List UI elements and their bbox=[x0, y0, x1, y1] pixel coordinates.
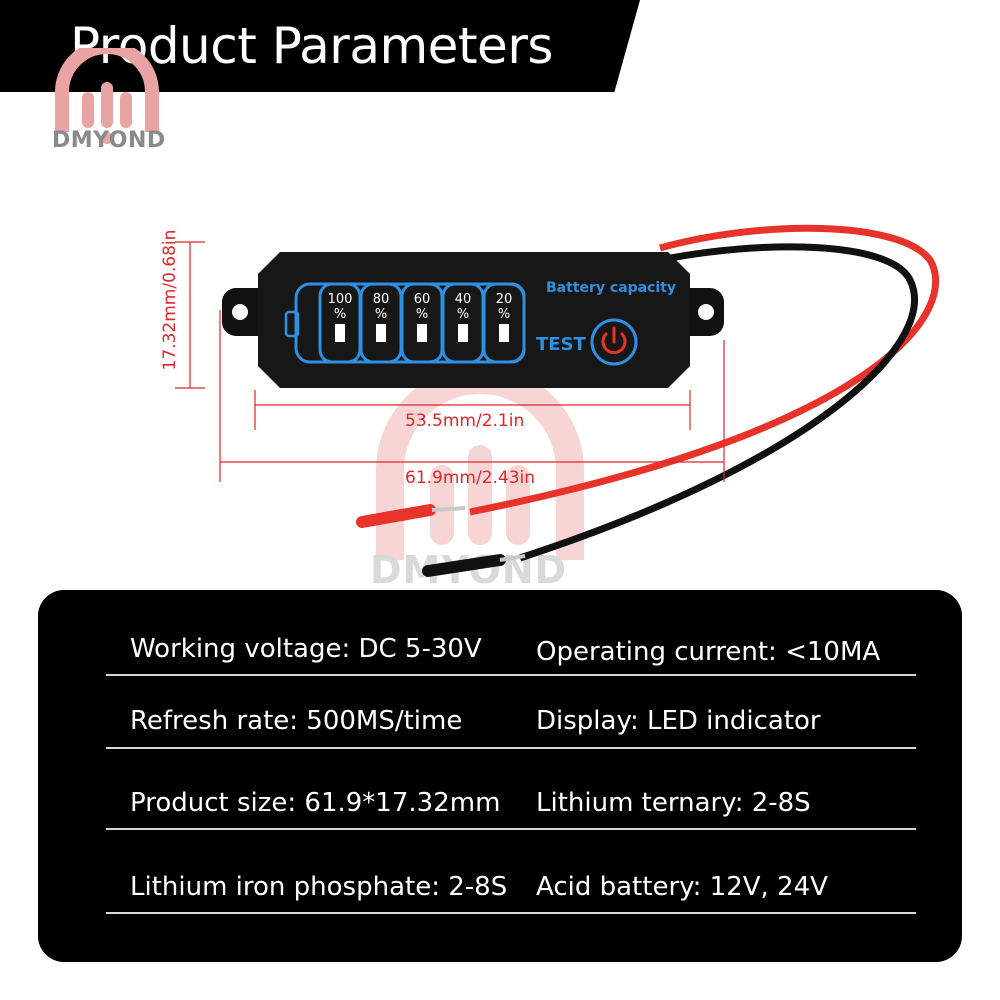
spec-acid-battery: Acid battery: 12V, 24V bbox=[536, 872, 828, 902]
brand-logo-icon bbox=[55, 48, 159, 144]
level-40-label: 40 bbox=[455, 292, 472, 307]
spec-row: Refresh rate: 500MS/time Display: LED in… bbox=[38, 704, 962, 786]
level-20-label: 20 bbox=[496, 292, 513, 307]
percent-80: % bbox=[375, 307, 387, 322]
level-60-label: 60 bbox=[414, 292, 431, 307]
spec-lithium-iron-phosphate: Lithium iron phosphate: 2-8S bbox=[130, 872, 508, 902]
test-label: TEST bbox=[536, 334, 587, 355]
title-banner: Product Parameters bbox=[0, 0, 640, 92]
spec-divider bbox=[106, 674, 916, 676]
red-wire-strands bbox=[431, 506, 466, 512]
brand-logo-text: DMYOND bbox=[52, 128, 166, 153]
spec-divider bbox=[106, 828, 916, 830]
outer-width-dimension: 61.9mm/2.43in bbox=[405, 468, 536, 488]
device-body bbox=[258, 252, 690, 388]
spec-divider bbox=[106, 912, 916, 914]
battery-indicator-product: 100 80 60 40 20 % % % % % Battery capaci… bbox=[175, 224, 940, 577]
percent-20: % bbox=[498, 307, 510, 322]
height-dimension: 17.32mm/0.68in bbox=[160, 229, 180, 371]
spec-divider bbox=[106, 747, 916, 749]
level-100-label: 100 bbox=[328, 292, 353, 307]
black-wire-end bbox=[422, 554, 506, 577]
spec-lithium-ternary: Lithium ternary: 2-8S bbox=[536, 788, 811, 818]
spec-operating-current: Operating current: <10MA bbox=[536, 637, 881, 667]
spec-row: Product size: 61.9*17.32mm Lithium terna… bbox=[38, 786, 962, 868]
percent-100: % bbox=[334, 307, 346, 322]
battery-capacity-label: Battery capacity bbox=[546, 280, 676, 296]
percent-40: % bbox=[457, 307, 469, 322]
spec-display: Display: LED indicator bbox=[536, 706, 821, 736]
spec-row: Lithium iron phosphate: 2-8S Acid batter… bbox=[38, 870, 962, 952]
spec-working-voltage: Working voltage: DC 5-30V bbox=[130, 634, 482, 664]
spec-row: Working voltage: DC 5-30V Operating curr… bbox=[38, 632, 962, 714]
specs-panel: Working voltage: DC 5-30V Operating curr… bbox=[38, 590, 962, 962]
inner-width-dimension: 53.5mm/2.1in bbox=[405, 411, 525, 431]
red-wire-end bbox=[356, 504, 436, 528]
spec-refresh-rate: Refresh rate: 500MS/time bbox=[130, 706, 463, 736]
percent-60: % bbox=[416, 307, 428, 322]
power-button-icon[interactable] bbox=[590, 318, 638, 366]
red-wire bbox=[469, 224, 940, 516]
spec-product-size: Product size: 61.9*17.32mm bbox=[130, 788, 501, 818]
level-80-label: 80 bbox=[373, 292, 390, 307]
black-wire-strands bbox=[499, 554, 526, 562]
